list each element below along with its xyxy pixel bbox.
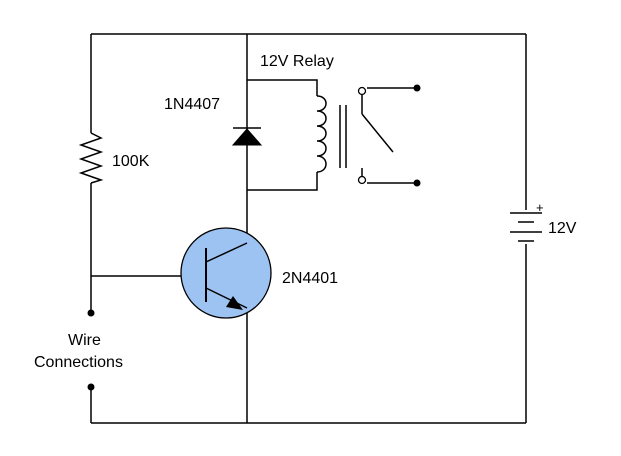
- coil-top-wire: [247, 79, 318, 96]
- relay-output-terminal-bottom[interactable]: [413, 179, 421, 187]
- wire-connection-terminal-bottom[interactable]: [87, 383, 95, 391]
- diode-label: 1N4407: [164, 96, 220, 113]
- battery-12v: [510, 212, 542, 242]
- resistor-label: 100K: [112, 153, 150, 170]
- transistor-collector-lead: [205, 242, 248, 263]
- transistor-2n4401: [180, 227, 272, 319]
- diode-1n4407: [231, 127, 263, 146]
- wire-connections-label-line1: Wire: [68, 332, 101, 349]
- transistor-emitter-lead: [205, 287, 248, 309]
- relay-core: [339, 105, 347, 168]
- resistor-100k: [78, 132, 104, 184]
- battery-plus-label: +: [536, 200, 544, 215]
- relay-contact-top-terminal: [357, 86, 367, 96]
- battery-label: 12V: [548, 220, 577, 237]
- wires: [90, 33, 527, 424]
- coil-bottom-wire: [247, 172, 318, 191]
- relay-contact-bottom-terminal: [357, 175, 367, 185]
- transistor-body: [180, 227, 272, 319]
- wire-connection-terminal-top[interactable]: [87, 309, 95, 317]
- wire-connections-label-line2: Connections: [34, 354, 123, 371]
- transistor-emitter-arrow: [226, 296, 243, 310]
- relay-label: 12V Relay: [260, 53, 334, 70]
- relay-output-terminal-top[interactable]: [413, 84, 421, 92]
- transistor-label: 2N4401: [282, 270, 338, 287]
- relay-armature: [361, 113, 394, 153]
- relay-coil: [316, 95, 327, 173]
- relay-switch: [357, 86, 394, 185]
